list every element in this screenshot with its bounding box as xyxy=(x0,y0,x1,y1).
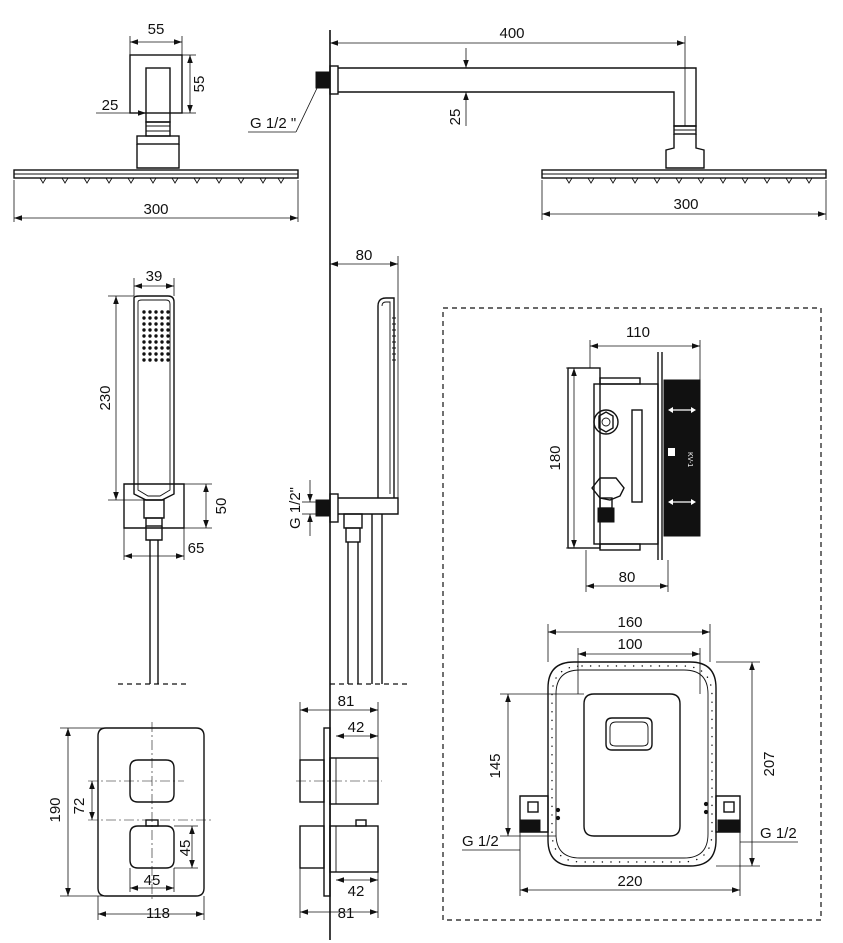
dim-hand-width: 39 xyxy=(146,268,163,285)
box-stamp-text: KV-1 xyxy=(686,452,693,467)
dim-head-width-front: 300 xyxy=(143,201,168,218)
dim-frame-left-height: 145 xyxy=(487,753,504,778)
mixer-side-view xyxy=(296,702,382,918)
dim-frame-inner: 100 xyxy=(617,636,642,653)
dim-arm-height: 25 xyxy=(447,109,464,126)
dim-knob-height: 45 xyxy=(177,840,194,857)
overhead-shower-front-view xyxy=(13,36,299,222)
dim-head-width-side: 300 xyxy=(673,196,698,213)
dim-thread-left: G 1/2 xyxy=(462,833,499,850)
dim-knob-spacing: 72 xyxy=(71,798,88,815)
dim-frame-right-height: 207 xyxy=(761,751,778,776)
dim-box-height: 180 xyxy=(547,445,564,470)
hand-shower-side-view xyxy=(302,256,408,685)
dim-holder-width: 65 xyxy=(188,540,205,557)
dim-arm-offset: 25 xyxy=(102,97,119,114)
dim-holder-height: 50 xyxy=(213,498,230,515)
dim-side-depth-top: 81 xyxy=(338,693,355,710)
spray-dot-grid xyxy=(141,309,171,363)
nozzle-row-front xyxy=(39,177,285,184)
concealed-box-frame-view xyxy=(462,624,798,896)
dim-side-knob-top: 42 xyxy=(348,719,365,736)
dim-frame-outer: 160 xyxy=(617,614,642,631)
dim-box-width: 110 xyxy=(626,324,650,341)
dim-arm-mount-width: 55 xyxy=(148,21,165,38)
dim-arm-mount-height: 55 xyxy=(191,76,208,93)
dim-hand-length: 230 xyxy=(97,385,114,410)
overhead-shower-side-view xyxy=(248,36,827,220)
dim-plate-height: 190 xyxy=(47,797,64,822)
dim-box-depth: 80 xyxy=(619,569,636,586)
dim-plate-width: 118 xyxy=(146,905,170,922)
concealed-box-side-view: KV-1 xyxy=(566,340,701,592)
dim-frame-base: 220 xyxy=(617,873,642,890)
frame-hole-ring xyxy=(551,665,713,863)
dim-thread-right: G 1/2 xyxy=(760,825,797,842)
dim-side-depth-bottom: 81 xyxy=(338,905,355,922)
mixer-faceplate-front-view xyxy=(60,722,214,920)
nozzle-row-side xyxy=(565,177,813,184)
dim-thread-hand: G 1/2" xyxy=(287,487,304,529)
dim-side-knob-bottom: 42 xyxy=(348,883,365,900)
hand-shower-front-view xyxy=(108,278,212,685)
concealed-box-panel-border xyxy=(442,307,822,921)
dim-arm-length: 400 xyxy=(499,25,524,42)
dim-thread-head: G 1/2 " xyxy=(250,115,296,132)
dim-hand-depth: 80 xyxy=(356,247,373,264)
dim-knob-width: 45 xyxy=(144,872,161,889)
